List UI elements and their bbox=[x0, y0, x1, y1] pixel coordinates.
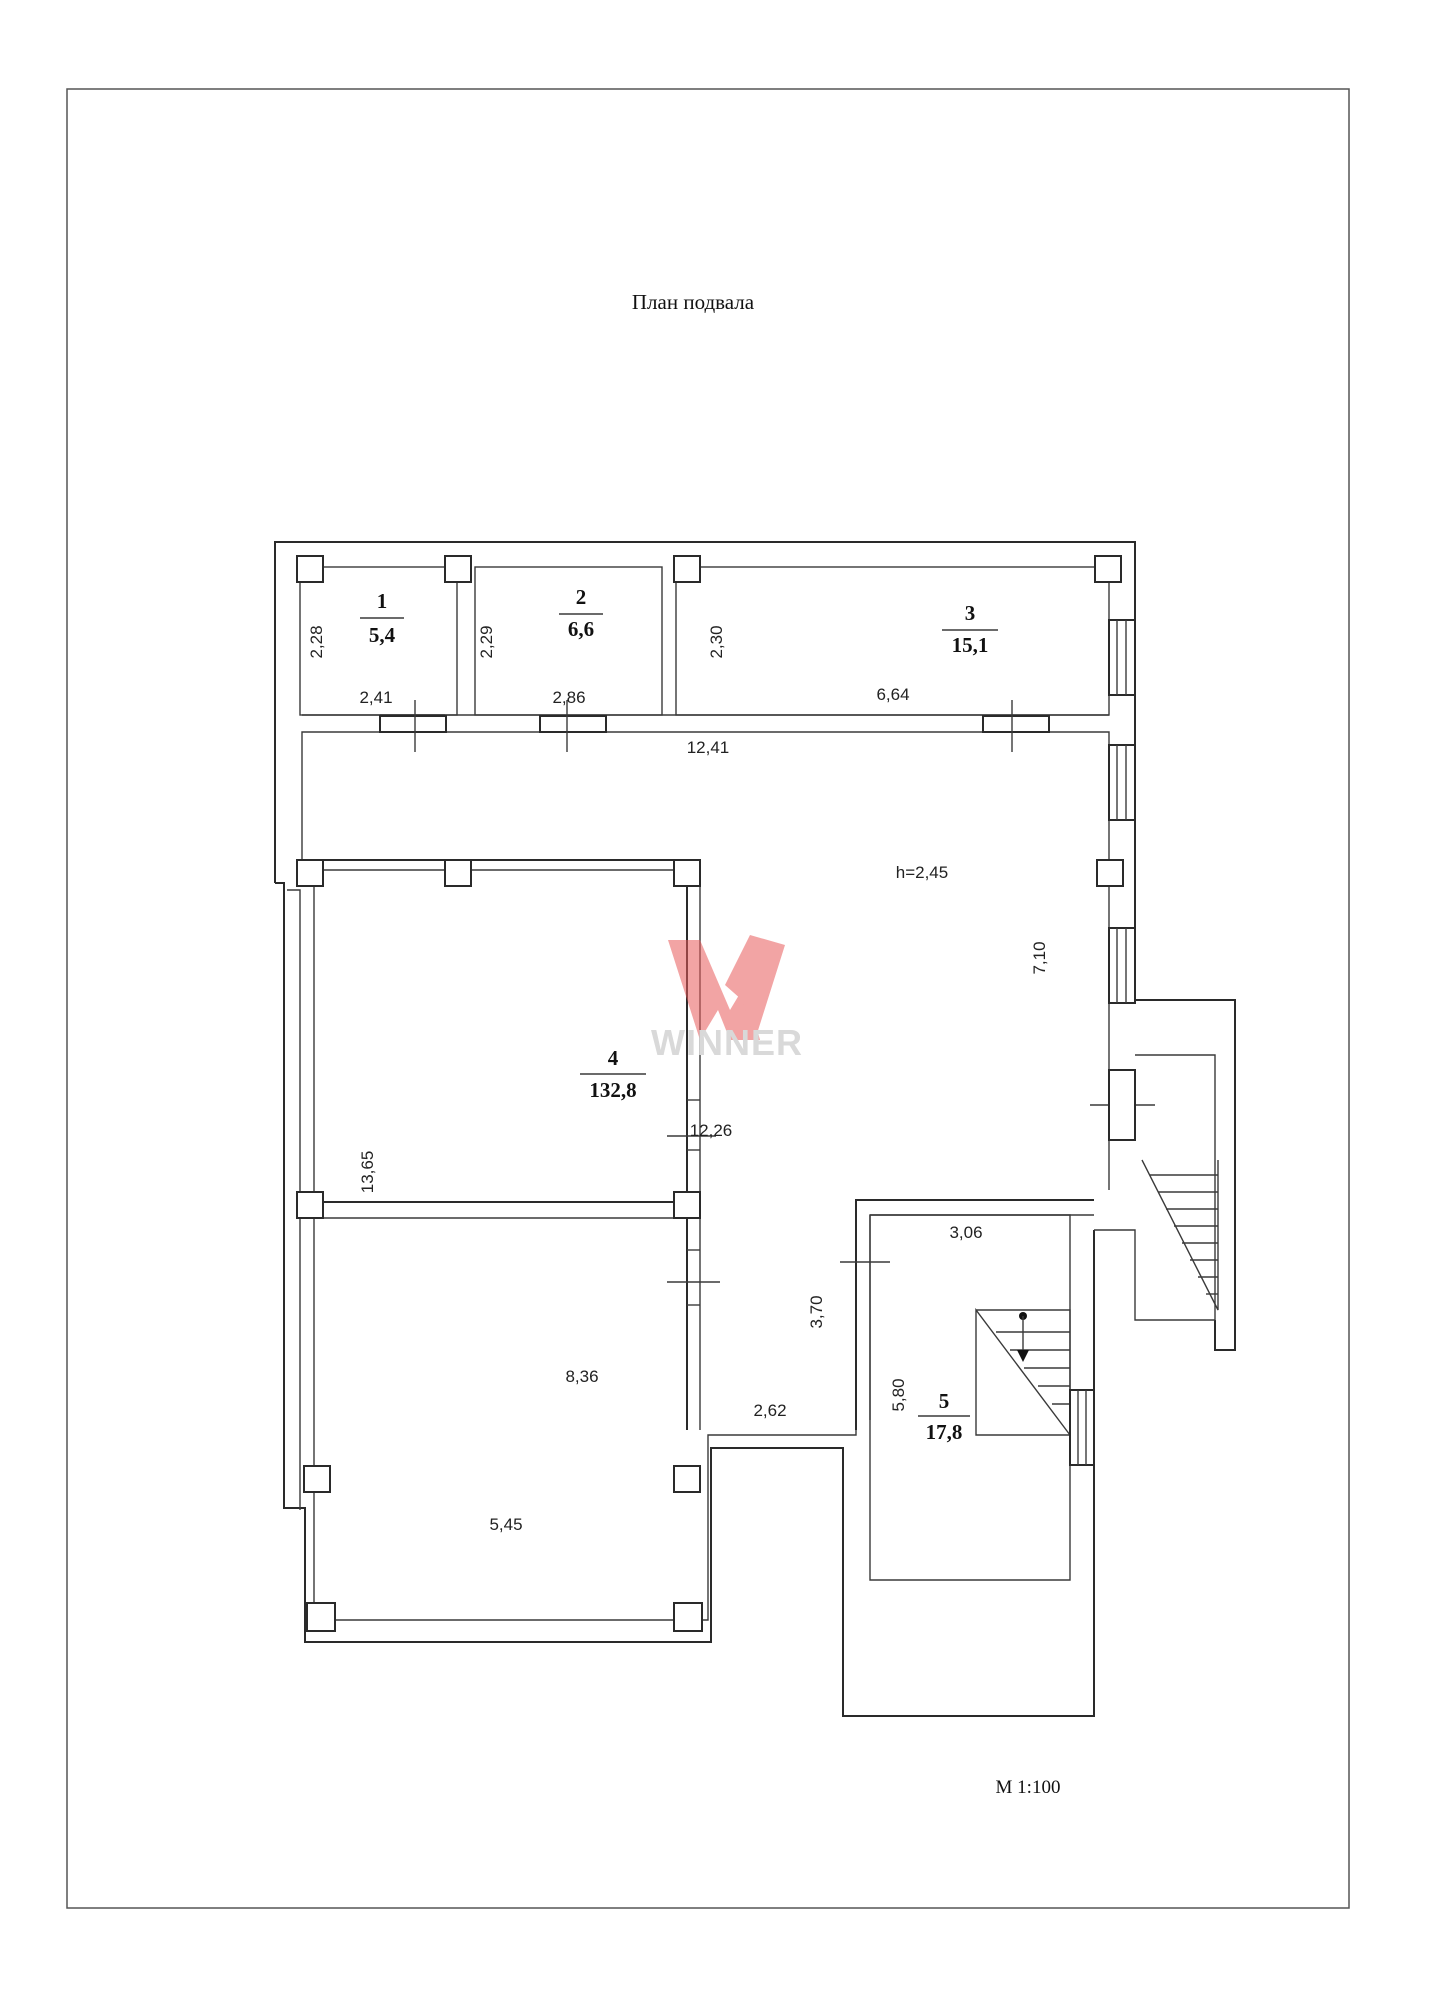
doors-upper bbox=[379, 700, 1050, 752]
svg-text:12,41: 12,41 bbox=[687, 738, 730, 757]
room-5-label: 5 17,8 bbox=[918, 1389, 970, 1444]
svg-text:5,45: 5,45 bbox=[489, 1515, 522, 1534]
svg-text:2,62: 2,62 bbox=[753, 1401, 786, 1420]
svg-text:8,36: 8,36 bbox=[565, 1367, 598, 1386]
svg-text:7,10: 7,10 bbox=[1030, 941, 1049, 974]
svg-text:3: 3 bbox=[965, 601, 976, 625]
svg-text:2,28: 2,28 bbox=[307, 625, 326, 658]
svg-text:12,26: 12,26 bbox=[690, 1121, 733, 1140]
svg-text:132,8: 132,8 bbox=[589, 1078, 636, 1102]
svg-text:17,8: 17,8 bbox=[926, 1420, 963, 1444]
svg-text:1: 1 bbox=[377, 589, 388, 613]
room-1-walls bbox=[299, 566, 458, 716]
room-5-walls bbox=[840, 1214, 1095, 1581]
svg-text:h=2,45: h=2,45 bbox=[896, 863, 948, 882]
watermark-text: WINNER bbox=[651, 1022, 803, 1063]
columns bbox=[296, 555, 1124, 1632]
svg-text:13,65: 13,65 bbox=[358, 1151, 377, 1194]
svg-text:2,41: 2,41 bbox=[359, 688, 392, 707]
scale-label: М 1:100 bbox=[996, 1777, 1061, 1798]
dimension-labels: 2,28 2,41 2,29 2,86 2,30 6,64 12,41 h=2,… bbox=[307, 625, 1049, 1534]
room-1-label: 1 5,4 bbox=[360, 589, 404, 647]
svg-text:6,64: 6,64 bbox=[876, 685, 909, 704]
windows-east bbox=[1090, 619, 1155, 1141]
svg-text:5,4: 5,4 bbox=[369, 623, 396, 647]
svg-text:4: 4 bbox=[608, 1046, 619, 1070]
svg-text:3,70: 3,70 bbox=[807, 1295, 826, 1328]
room-4-label: 4 132,8 bbox=[580, 1046, 646, 1102]
inner-partitions bbox=[316, 859, 1094, 1430]
svg-text:2,29: 2,29 bbox=[477, 625, 496, 658]
svg-text:2,30: 2,30 bbox=[707, 625, 726, 658]
svg-text:2,86: 2,86 bbox=[552, 688, 585, 707]
svg-text:2: 2 bbox=[576, 585, 587, 609]
svg-text:6,6: 6,6 bbox=[568, 617, 594, 641]
sheet-border bbox=[66, 88, 1350, 1909]
room-3-label: 3 15,1 bbox=[942, 601, 998, 657]
svg-text:3,06: 3,06 bbox=[949, 1223, 982, 1242]
annex-stair bbox=[1141, 1159, 1219, 1311]
watermark-logo bbox=[668, 935, 785, 1040]
room-2-label: 2 6,6 bbox=[559, 585, 603, 641]
plan-title: План подвала bbox=[632, 290, 755, 314]
svg-text:5,80: 5,80 bbox=[889, 1378, 908, 1411]
svg-text:5: 5 bbox=[939, 1389, 950, 1413]
svg-text:15,1: 15,1 bbox=[952, 633, 989, 657]
